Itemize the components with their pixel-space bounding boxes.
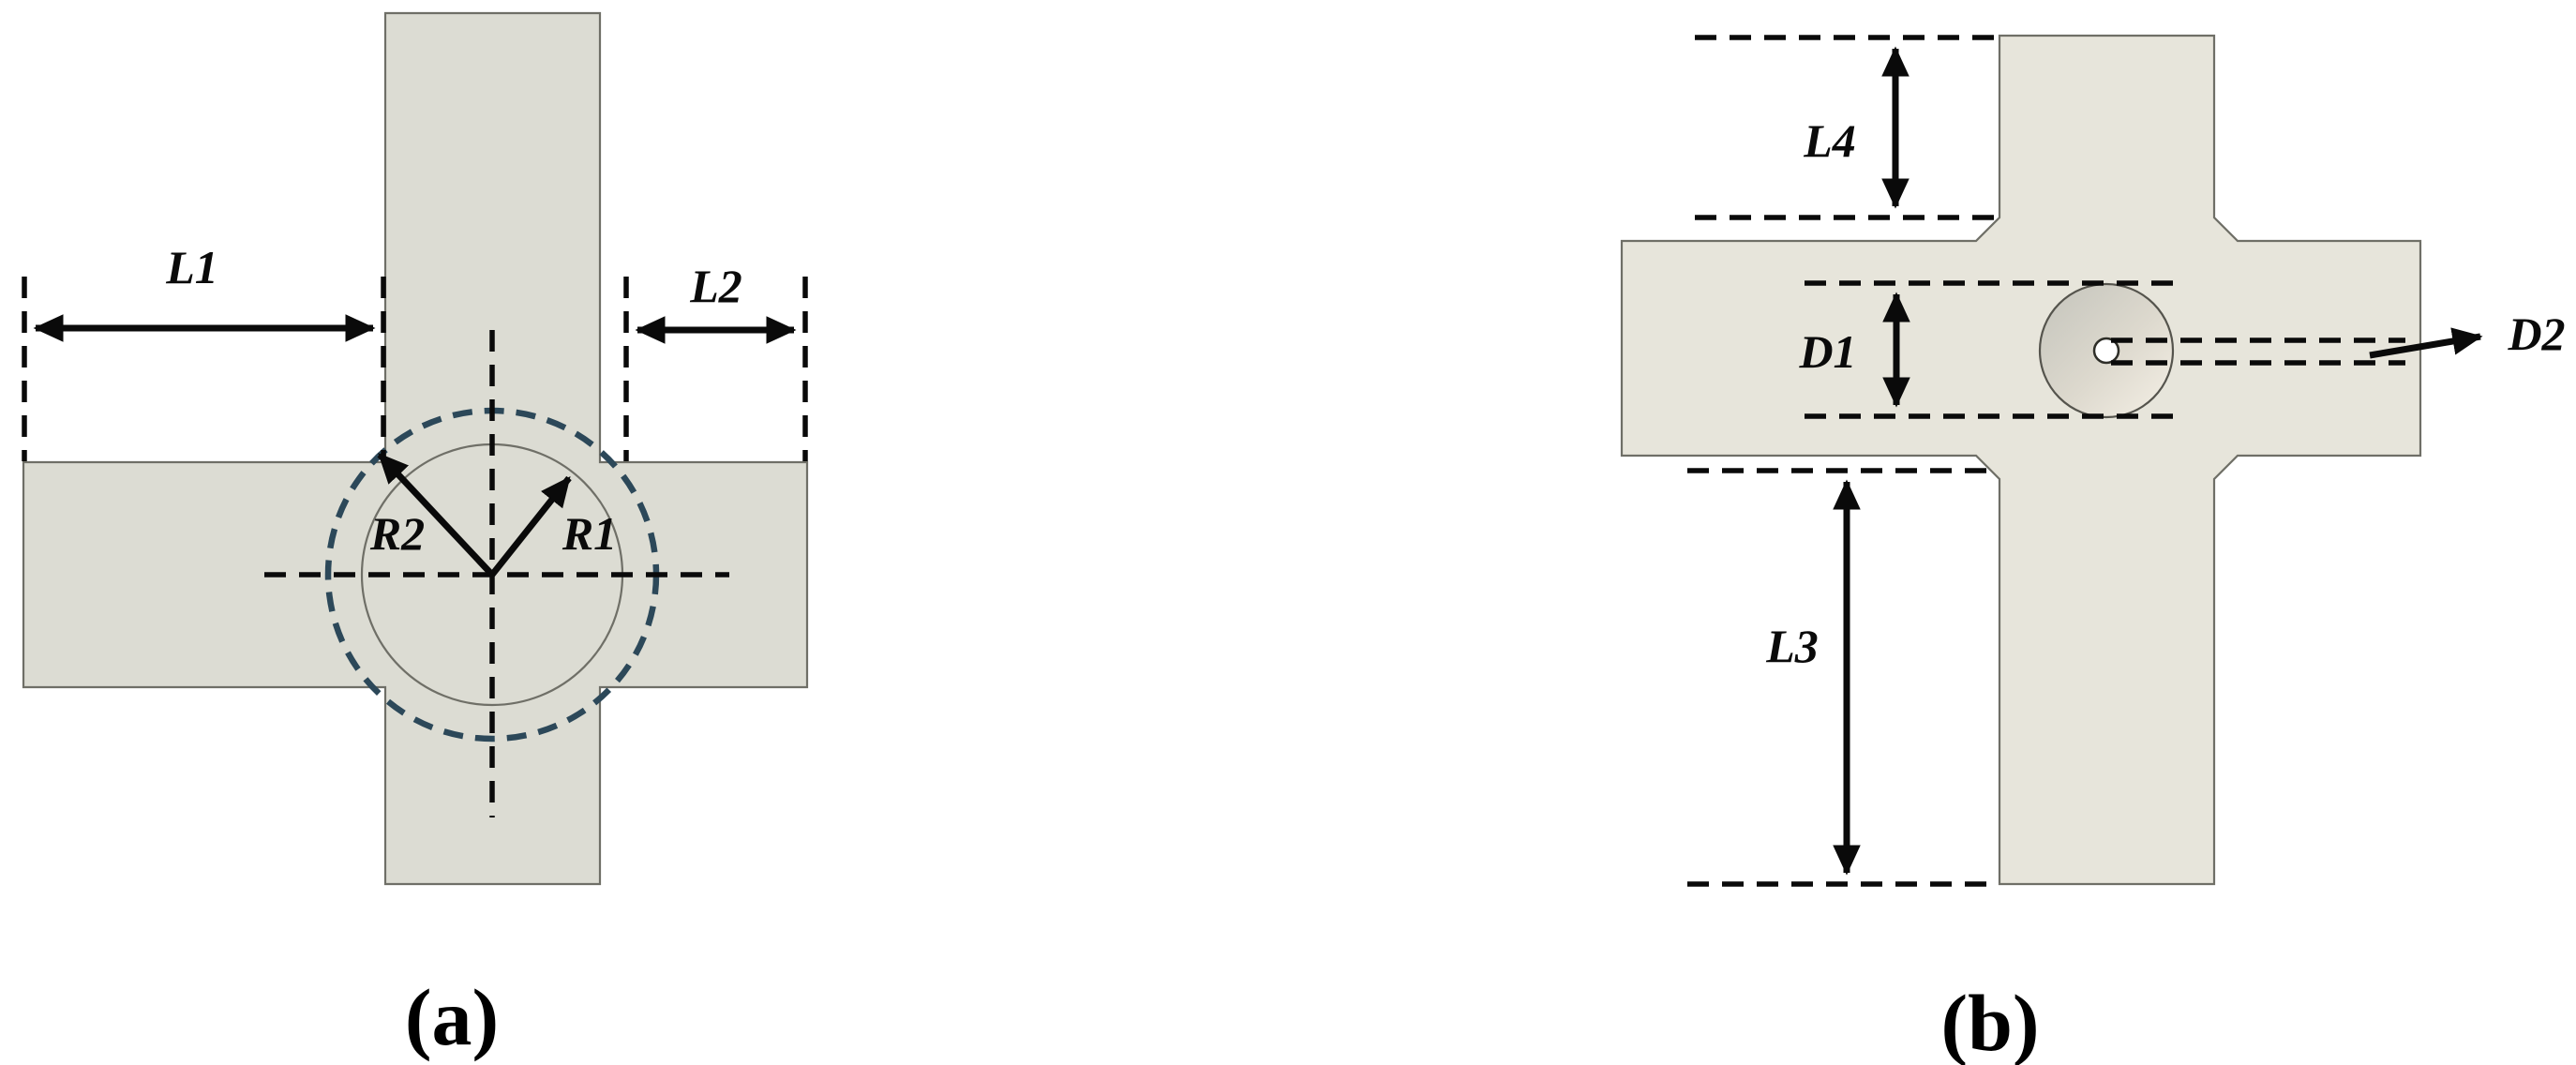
dim-d1: D1 xyxy=(1798,280,2177,419)
d2-leader-arrow xyxy=(2369,327,2483,359)
dim-d2: D2 xyxy=(2111,308,2566,366)
center-hole xyxy=(2092,337,2120,365)
dim-r1: R1 xyxy=(489,475,617,578)
r1-label: R1 xyxy=(562,507,617,560)
caption-a: (a) xyxy=(405,972,499,1062)
d2-label: D2 xyxy=(2507,308,2565,360)
r2-arrow xyxy=(377,452,495,578)
l1-label: L1 xyxy=(165,241,218,293)
dim-l4: L4 xyxy=(1695,35,1998,220)
r2-label: R2 xyxy=(369,507,425,560)
l3-label: L3 xyxy=(1765,620,1819,672)
dim-l2: L2 xyxy=(623,260,808,461)
l2-label: L2 xyxy=(689,260,742,312)
cross-body-b xyxy=(1620,34,2422,886)
panel-b: L4 D1 D2 L3 (b) xyxy=(1620,34,2566,1065)
l4-label: L4 xyxy=(1803,114,1856,167)
r1-arrow xyxy=(489,475,572,578)
dim-r2: R2 xyxy=(369,452,495,578)
caption-b: (b) xyxy=(1940,978,2039,1065)
d1-label: D1 xyxy=(1798,325,1856,378)
dim-l3: L3 xyxy=(1687,468,1998,887)
panel-a: R1 R2 L1 L2 (a) xyxy=(22,11,809,1062)
dim-l1: L1 xyxy=(22,241,386,461)
cross-body-a xyxy=(22,11,809,886)
